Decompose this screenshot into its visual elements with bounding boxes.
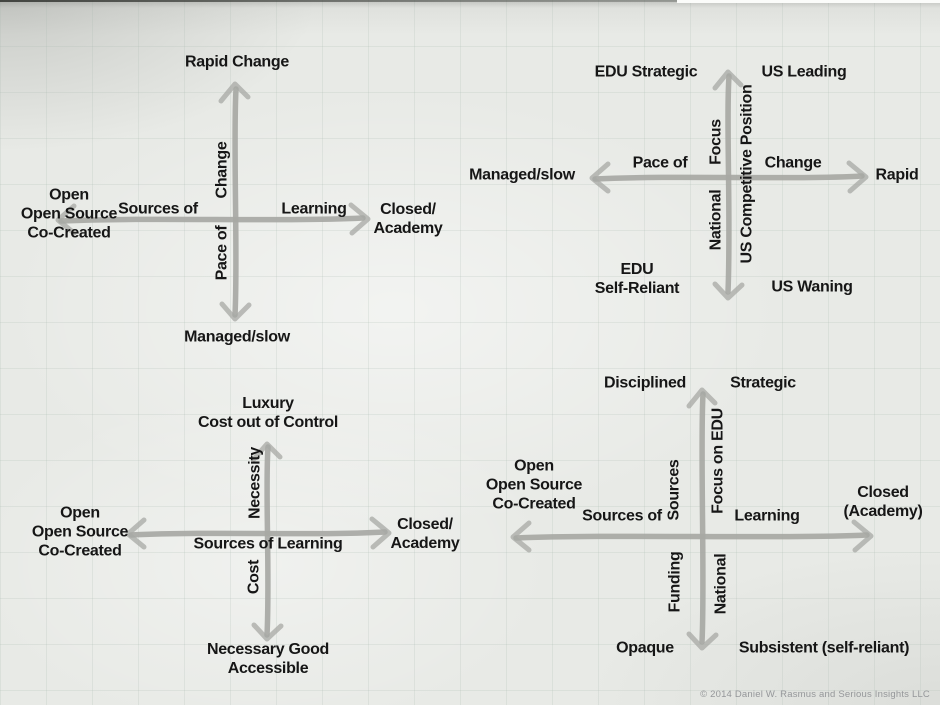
axis-end-label-left-line: Open	[514, 457, 554, 475]
arrow-left-icon	[125, 517, 147, 550]
quadrant-label-top-left: EDU Strategic	[594, 63, 698, 81]
axis-end-label-right-line: Closed/	[380, 201, 436, 218]
horizontal-axis-line	[592, 173, 865, 182]
axis-end-label-left-line: Co-Created	[38, 542, 122, 560]
horizontal-axis-word-left: Sources of	[582, 507, 662, 525]
copyright-text: © 2014 Daniel W. Rasmus and Serious Insi…	[700, 689, 930, 700]
quadrant-label-bottom-right: Subsistent (self-reliant)	[738, 639, 910, 657]
horizontal-axis-word-right: Change	[764, 154, 822, 172]
axis-end-label-left-line: Open	[49, 186, 89, 204]
axis-end-label-bottom: Necessary Good Accessible	[207, 640, 329, 678]
horizontal-axis-word-right: Learning	[281, 200, 347, 218]
axes-cross	[589, 69, 869, 301]
axis-end-label-top-line: Luxury	[242, 395, 294, 412]
axis-end-label-right: Closed/ Academy	[390, 515, 459, 553]
arrow-right-icon	[348, 202, 371, 236]
arrow-right-icon	[369, 516, 392, 550]
axis-end-label-left-line: Open	[60, 504, 100, 522]
vertical-axis-word-left-top: Sources	[665, 459, 683, 521]
axes-cross	[125, 441, 392, 642]
arrow-right-icon	[851, 519, 874, 553]
vertical-axis-word-left-bottom: Funding	[666, 551, 684, 613]
horizontal-axis-title: Sources of Learning	[193, 535, 343, 553]
arrow-up-icon	[712, 69, 744, 91]
top-right-light-strip	[677, 0, 940, 3]
arrow-left-icon	[55, 203, 77, 236]
arrow-left-icon	[589, 161, 611, 194]
horizontal-axis-word-left: Sources of	[118, 200, 198, 218]
arrow-down-icon	[251, 622, 284, 642]
axis-end-label-bottom-line: Necessary Good	[206, 641, 330, 658]
axis-end-label-top: Rapid Change	[185, 53, 289, 71]
axis-end-label-left: Managed/slow	[469, 166, 575, 184]
axis-end-label-bottom-line: Accessible	[227, 660, 309, 677]
horizontal-axis-line	[58, 215, 366, 224]
axis-end-label-right: Rapid	[875, 166, 919, 184]
horizontal-axis-word-right: Learning	[734, 507, 800, 525]
vertical-axis-word-right-top: Focus on EDU	[709, 408, 727, 514]
arrow-down-icon	[686, 631, 719, 651]
axis-end-label-right-line: (Academy)	[843, 503, 923, 520]
top-edge-fade	[0, 2, 940, 8]
arrow-down-icon	[712, 281, 745, 301]
axis-end-label-right-line: Closed/	[397, 516, 453, 533]
horizontal-axis-line	[513, 532, 870, 541]
vertical-axis-line	[699, 391, 706, 645]
quadrant-label-top-left: Disciplined	[603, 374, 687, 392]
axis-end-label-top-line: Cost out of Control	[197, 414, 339, 431]
vertical-axis-line	[725, 73, 732, 295]
axis-end-label-left-line: Open Source	[485, 476, 583, 494]
quadrant-label-bottom-left-line: EDU	[620, 261, 654, 278]
axis-end-label-bottom: Managed/slow	[184, 328, 290, 346]
quadrant-label-bottom-left-line: Self-Reliant	[594, 280, 680, 297]
top-edge-shadow	[0, 0, 940, 2]
horizontal-axis-word-left: Pace of	[632, 154, 688, 172]
axis-end-label-left: Open Open Source Co-Created	[485, 457, 583, 514]
horizontal-axis-line	[128, 529, 388, 538]
axis-end-label-left: Open Open Source Co-Created	[31, 504, 129, 561]
quadrant-label-bottom-right: US Waning	[771, 278, 853, 296]
axis-end-label-right: Closed (Academy)	[843, 483, 922, 521]
axis-end-label-right-line: Closed	[857, 484, 909, 501]
axis-end-label-left-line: Open Source	[31, 523, 129, 541]
axis-end-label-right-line: Academy	[390, 535, 460, 552]
vertical-axis-line	[232, 86, 239, 318]
axis-end-label-top: Luxury Cost out of Control	[198, 394, 338, 432]
axes-cross	[55, 81, 371, 322]
quadrant-label-top-right: US Leading	[761, 63, 847, 81]
axis-end-label-left-line: Co-Created	[492, 495, 576, 513]
quadrant-label-bottom-left: EDU Self-Reliant	[594, 260, 680, 298]
arrow-right-icon	[846, 160, 869, 194]
axis-end-label-right: Closed/ Academy	[373, 200, 442, 238]
quadrant-label-bottom-left: Opaque	[616, 639, 674, 657]
quadrant-label-top-right: Strategic	[730, 374, 796, 392]
arrow-up-icon	[686, 387, 718, 409]
axis-end-label-left: Open Open Source Co-Created	[20, 186, 118, 243]
vertical-axis-word-right-bottom: National	[712, 553, 730, 615]
arrow-up-icon	[251, 441, 283, 462]
axis-end-label-left-line: Co-Created	[27, 224, 111, 242]
axis-end-label-left-line: Open Source	[20, 205, 118, 223]
axes-cross	[510, 387, 874, 651]
arrow-down-icon	[219, 301, 252, 322]
arrow-left-icon	[510, 520, 532, 553]
arrow-up-icon	[218, 81, 251, 104]
axis-end-label-right-line: Academy	[373, 220, 443, 237]
